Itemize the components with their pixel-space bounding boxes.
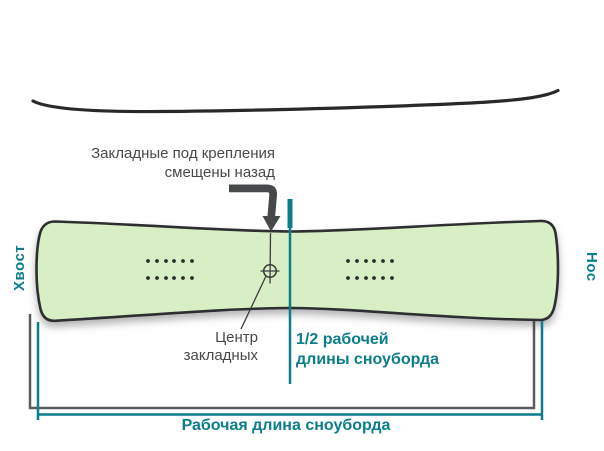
working-length-bracket [36,321,544,420]
nose-label: Нос [583,252,600,282]
inserts-offset-note-line2: смещены назад [164,164,275,181]
inserts-offset-note-line1: Закладные под крепления [91,145,275,162]
insert-holes-nose [346,259,394,280]
down-arrow-icon [229,184,281,232]
inserts-center-label-line1: Центр [215,329,258,346]
snowboard-outline [35,219,560,323]
inserts-center-label-line2: закладных [183,347,258,364]
insert-holes-tail [146,259,194,280]
inserts-center-axis-line [269,232,272,284]
inserts-center-label: Центр закладных [184,329,258,365]
half-working-length-line2: длины сноуборда [296,351,440,368]
half-working-length-line1: 1/2 рабочей [296,331,389,348]
inserts-offset-note: Закладные под крепления смещены назад [91,144,275,182]
working-length-label: Рабочая длина сноуборда [181,417,391,434]
tail-label: Хвост [11,244,28,291]
half-working-length-label: 1/2 рабочей длины сноуборда [296,330,439,370]
center-mark-icon [262,263,278,279]
working-length-bracket-shadow [28,313,536,410]
camber-profile-line [31,88,560,114]
inserts-center-leader-line [240,276,267,330]
